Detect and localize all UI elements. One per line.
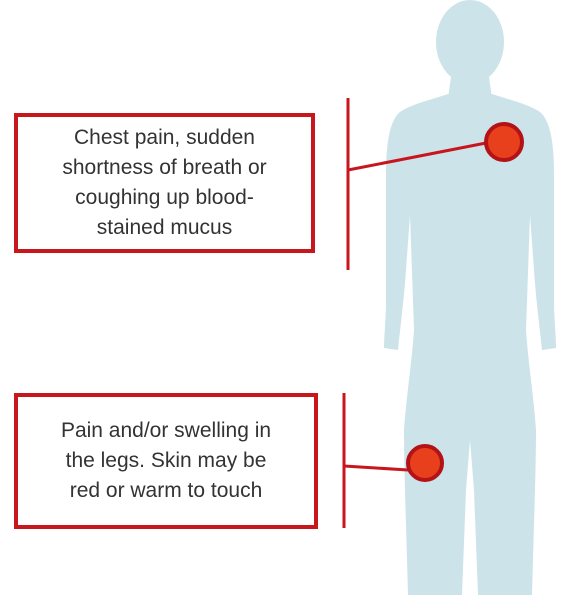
legs-connector	[344, 393, 408, 528]
legs-symptom-callout: Pain and/or swelling in the legs. Skin m…	[14, 393, 318, 529]
chest-symptom-text: Chest pain, sudden shortness of breath o…	[62, 123, 266, 243]
legs-symptom-text: Pain and/or swelling in the legs. Skin m…	[61, 416, 271, 506]
chest-marker	[486, 124, 522, 160]
knee-marker	[408, 446, 442, 480]
chest-symptom-callout: Chest pain, sudden shortness of breath o…	[14, 113, 315, 253]
body-silhouette	[384, 0, 556, 595]
